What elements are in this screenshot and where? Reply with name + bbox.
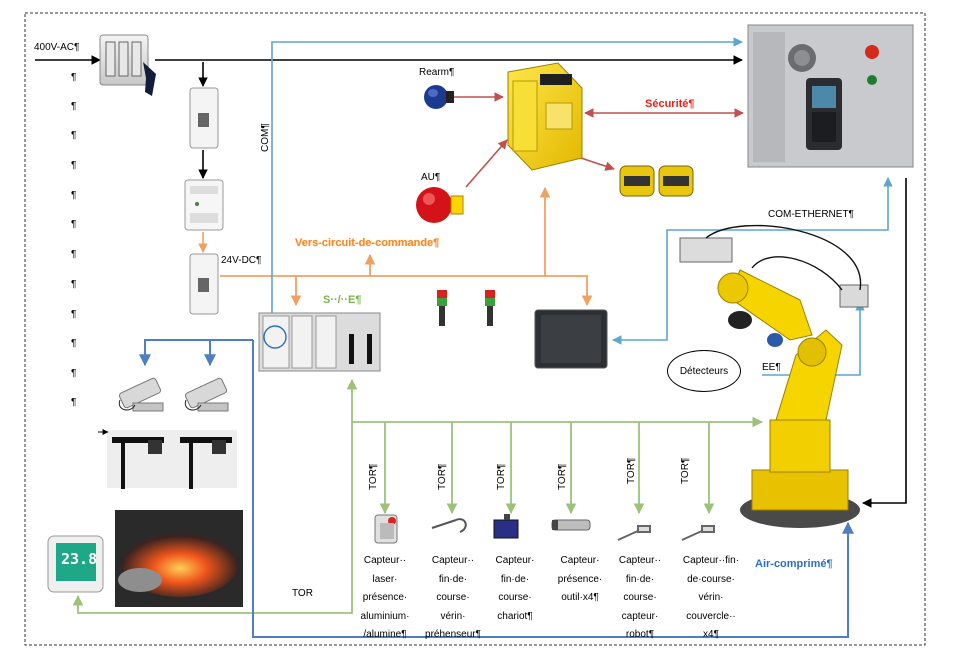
power-supply-24v bbox=[184, 179, 224, 231]
com-ethernet-label: COM-ETHERNET¶ bbox=[768, 209, 854, 220]
signal-tower-2 bbox=[485, 290, 495, 326]
sensor-carriage bbox=[493, 514, 519, 539]
pilcrow: ¶ bbox=[71, 72, 77, 83]
securite-label: Sécurité¶ bbox=[645, 98, 695, 110]
circuit-breaker bbox=[189, 87, 219, 149]
lid-schematic bbox=[98, 429, 237, 489]
tor-bottom-label: TOR bbox=[292, 588, 313, 599]
emergency-stop-button bbox=[416, 187, 464, 223]
pilcrow: ¶ bbox=[71, 160, 77, 171]
sensor-gripper bbox=[431, 518, 467, 533]
pilcrow: ¶ bbox=[71, 190, 77, 201]
safety-lines bbox=[454, 92, 744, 188]
pilcrow: ¶ bbox=[71, 101, 77, 112]
sensor-label-tool: Capteur· présence· outil·x4¶ bbox=[557, 555, 603, 603]
pilcrow: ¶ bbox=[71, 219, 77, 230]
pilcrow: ¶ bbox=[71, 338, 77, 349]
cylinder-gripper bbox=[118, 377, 164, 412]
power-in-label: 400V-AC¶ bbox=[34, 42, 80, 53]
main-disconnect-switch bbox=[99, 34, 156, 96]
sensor-tool bbox=[551, 519, 591, 531]
furnace-image bbox=[115, 510, 243, 607]
tor-lines bbox=[72, 378, 764, 614]
pilcrow: ¶ bbox=[71, 249, 77, 260]
air-lines bbox=[139, 339, 854, 638]
sensor-label-laser: Capteur·· laser· présence· aluminium· /a… bbox=[360, 555, 410, 640]
rearm-button bbox=[424, 85, 454, 109]
thermostat bbox=[47, 535, 104, 593]
tor-label-5: TOR¶ bbox=[626, 457, 637, 484]
sensor-laser bbox=[374, 514, 398, 544]
au-label: AU¶ bbox=[421, 172, 441, 183]
hmi-touch-panel bbox=[534, 309, 608, 369]
circuit-breaker-24v bbox=[189, 253, 219, 315]
pilcrow: ¶ bbox=[71, 309, 77, 320]
safety-relay bbox=[507, 62, 583, 171]
pilcrow: ¶ bbox=[71, 279, 77, 290]
tor-label-3: TOR¶ bbox=[496, 463, 507, 490]
sensor-label-carriage: Capteur· fin·de· course· chariot¶ bbox=[495, 555, 535, 622]
industrial-robot bbox=[679, 224, 869, 528]
s-e-label: S··/··E¶ bbox=[323, 294, 362, 306]
signal-tower-1 bbox=[437, 290, 447, 326]
pilcrow: ¶ bbox=[71, 368, 77, 379]
air-label: Air-comprimé¶ bbox=[755, 558, 833, 570]
com-label: COM¶ bbox=[260, 123, 271, 152]
sensor-label-lid: Capteur··fin· de·course· vérin· couvercl… bbox=[682, 555, 740, 640]
pilcrow: ¶ bbox=[71, 397, 77, 408]
robot-controller bbox=[747, 24, 914, 168]
sensor-lid bbox=[681, 525, 715, 541]
pilcrow: ¶ bbox=[71, 130, 77, 141]
power-lines bbox=[35, 55, 907, 508]
sensor-label-robot: Capteur·· fin·de· course· capteur· robot… bbox=[618, 555, 662, 640]
sensor-robot bbox=[617, 525, 651, 541]
plc-io-module bbox=[258, 312, 381, 372]
vers-circuit-label: Vers-circuit-de-commande¶ bbox=[295, 237, 440, 249]
rearm-label: Rearm¶ bbox=[419, 67, 455, 78]
control-circuit-lines bbox=[220, 186, 593, 307]
safety-scanners bbox=[619, 165, 694, 197]
detecteurs-bubble: Détecteurs bbox=[667, 350, 741, 392]
tor-label-4: TOR¶ bbox=[557, 463, 568, 490]
tor-label-2: TOR¶ bbox=[437, 463, 448, 490]
dc24-label: 24V-DC¶ bbox=[221, 255, 262, 266]
ee-label: EE¶ bbox=[762, 362, 781, 373]
tor-label-1: TOR¶ bbox=[368, 463, 379, 490]
cylinder-lid bbox=[184, 377, 229, 412]
tor-label-6: TOR¶ bbox=[680, 457, 691, 484]
outer-border bbox=[24, 12, 926, 646]
thermostat-display: 23.8 bbox=[61, 550, 98, 568]
sensor-label-gripper: Capteur·· fin·de· course· vérin· préhens… bbox=[425, 555, 481, 640]
